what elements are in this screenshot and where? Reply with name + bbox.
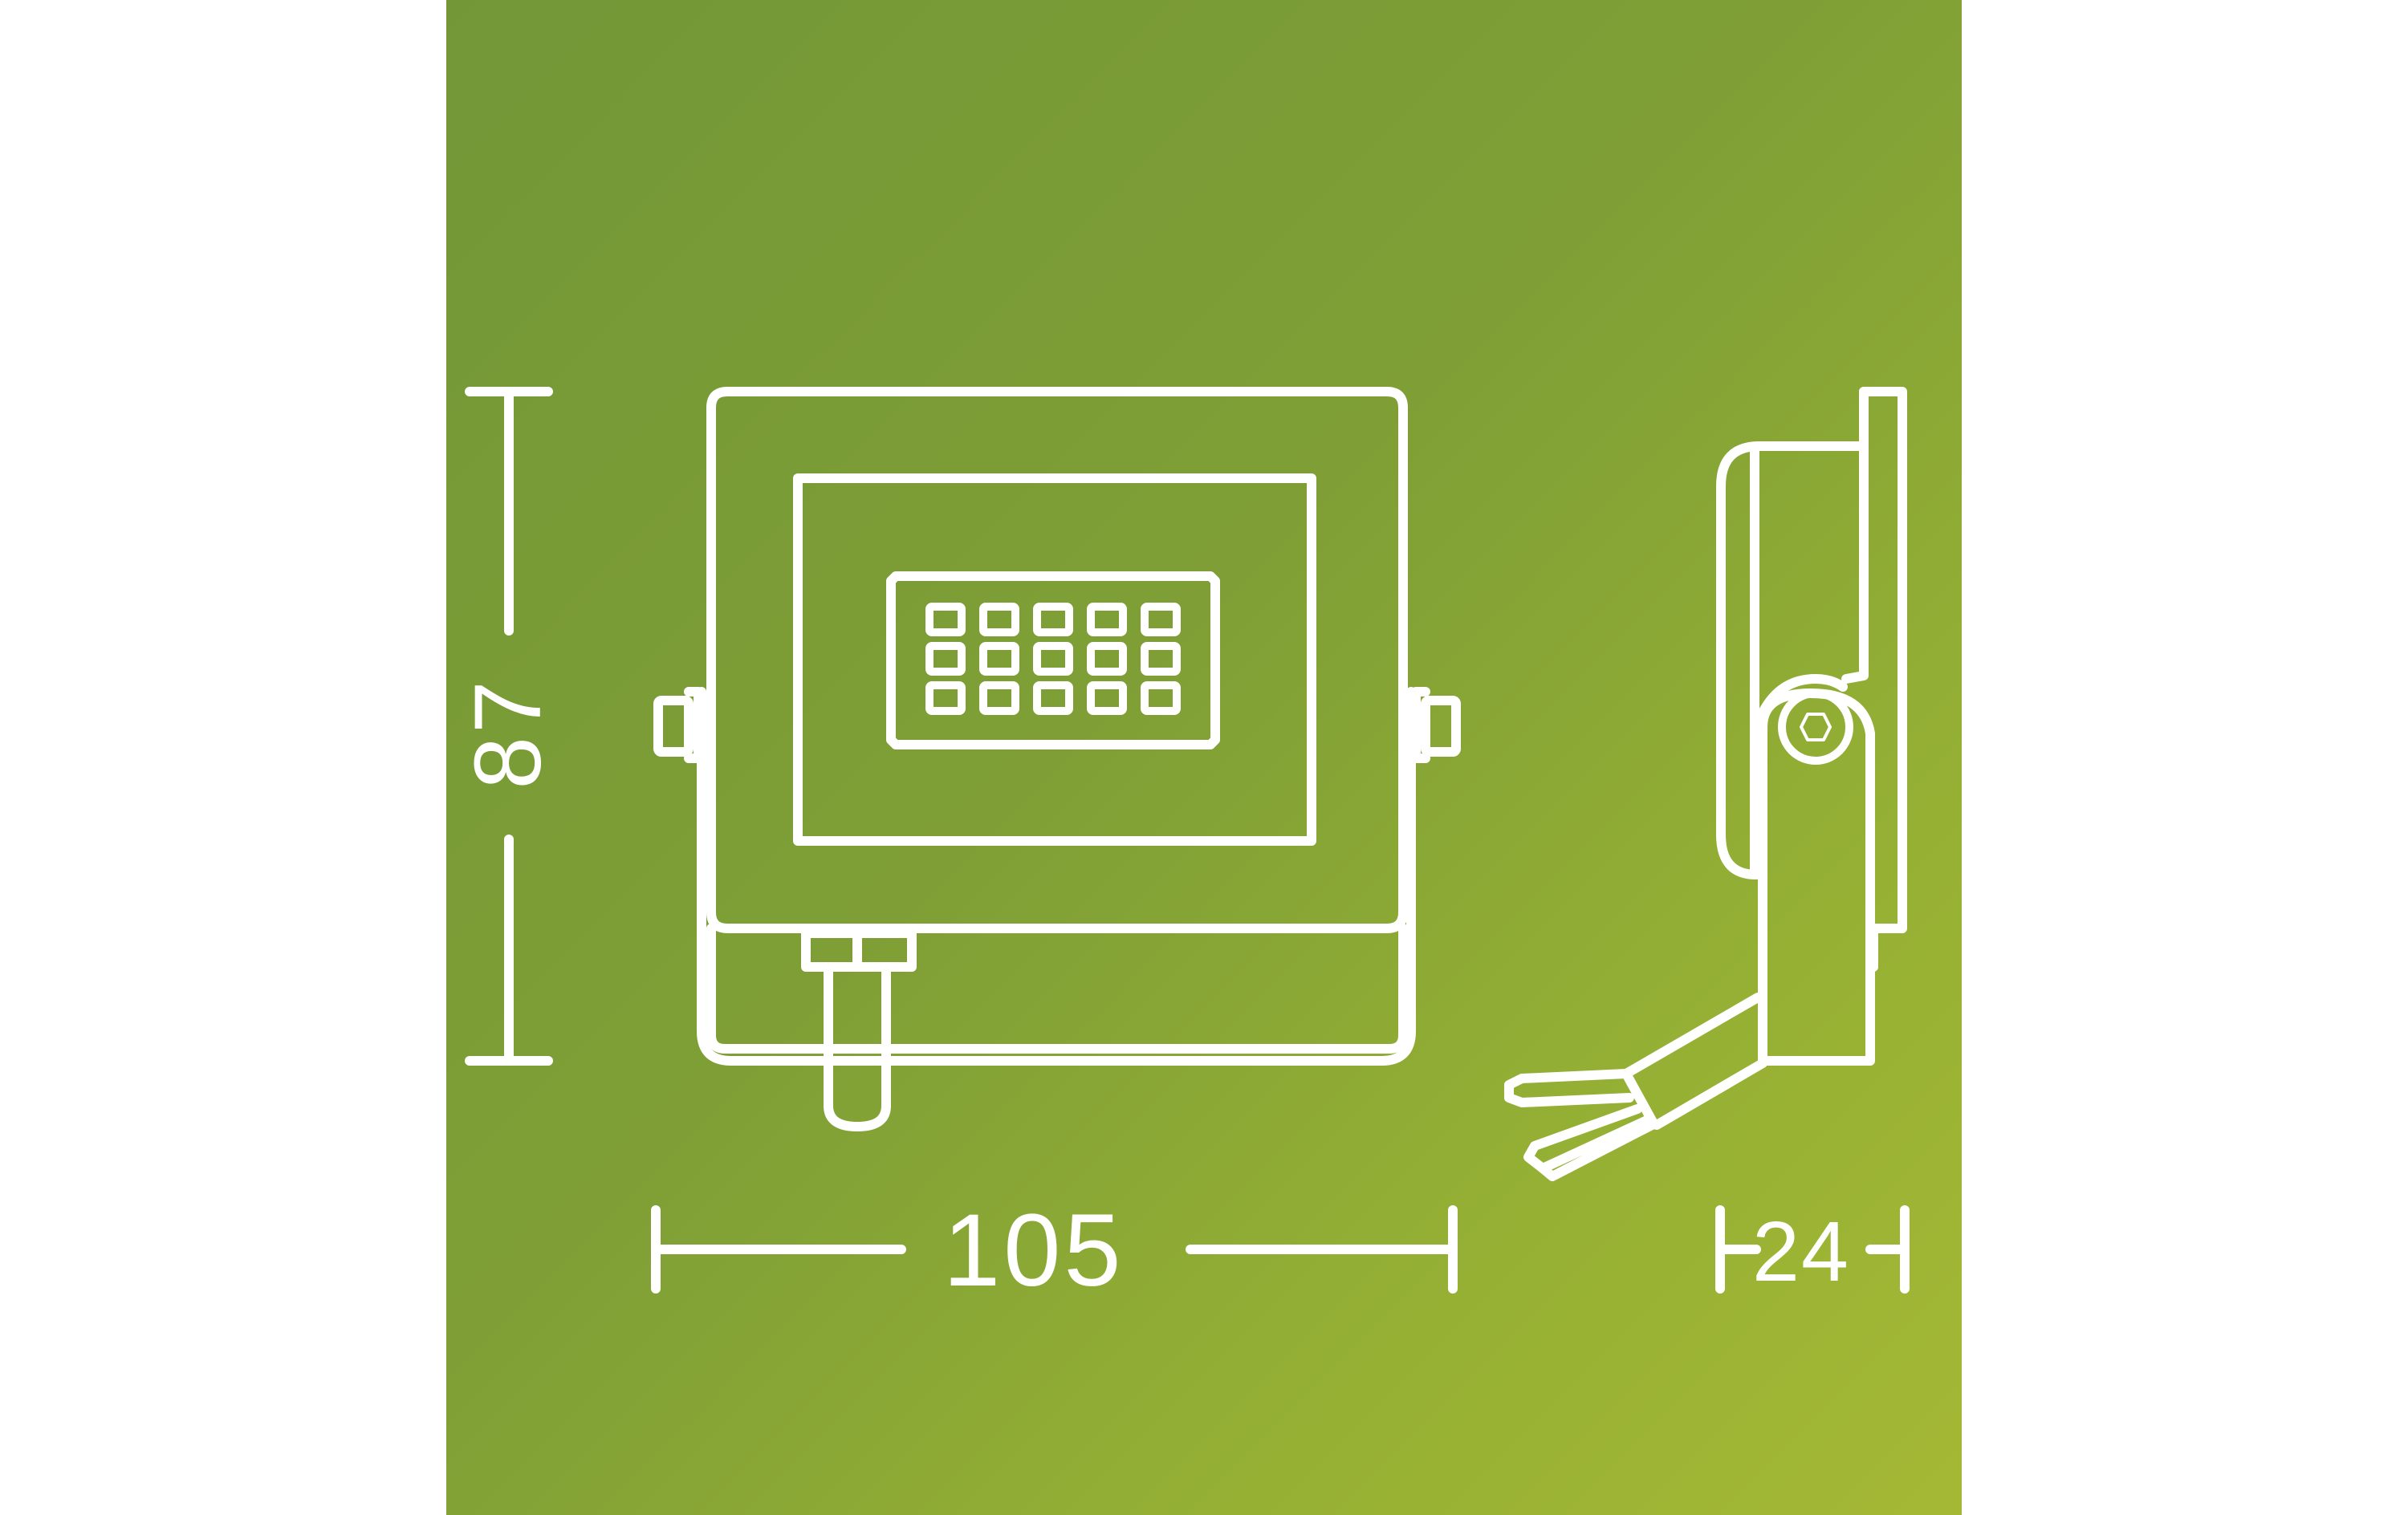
width-dimension-label: 105 (943, 1193, 1125, 1308)
height-dimension-label: 87 (455, 677, 561, 790)
front-view-housing (697, 387, 1416, 1066)
led-grid (925, 603, 1181, 715)
width-dimension-line (651, 1205, 1458, 1294)
mounting-lug-left (653, 687, 703, 763)
height-dimension-line (465, 387, 553, 1066)
power-cable-side (1504, 993, 1767, 1181)
depth-dimension-line (1715, 1205, 1910, 1294)
mounting-lug-right (1411, 687, 1461, 763)
depth-dimension-label: 24 (1752, 1204, 1850, 1299)
led-panel (886, 571, 1220, 749)
side-view-housing (1716, 387, 1907, 1066)
cable-gland-front (801, 928, 917, 1131)
